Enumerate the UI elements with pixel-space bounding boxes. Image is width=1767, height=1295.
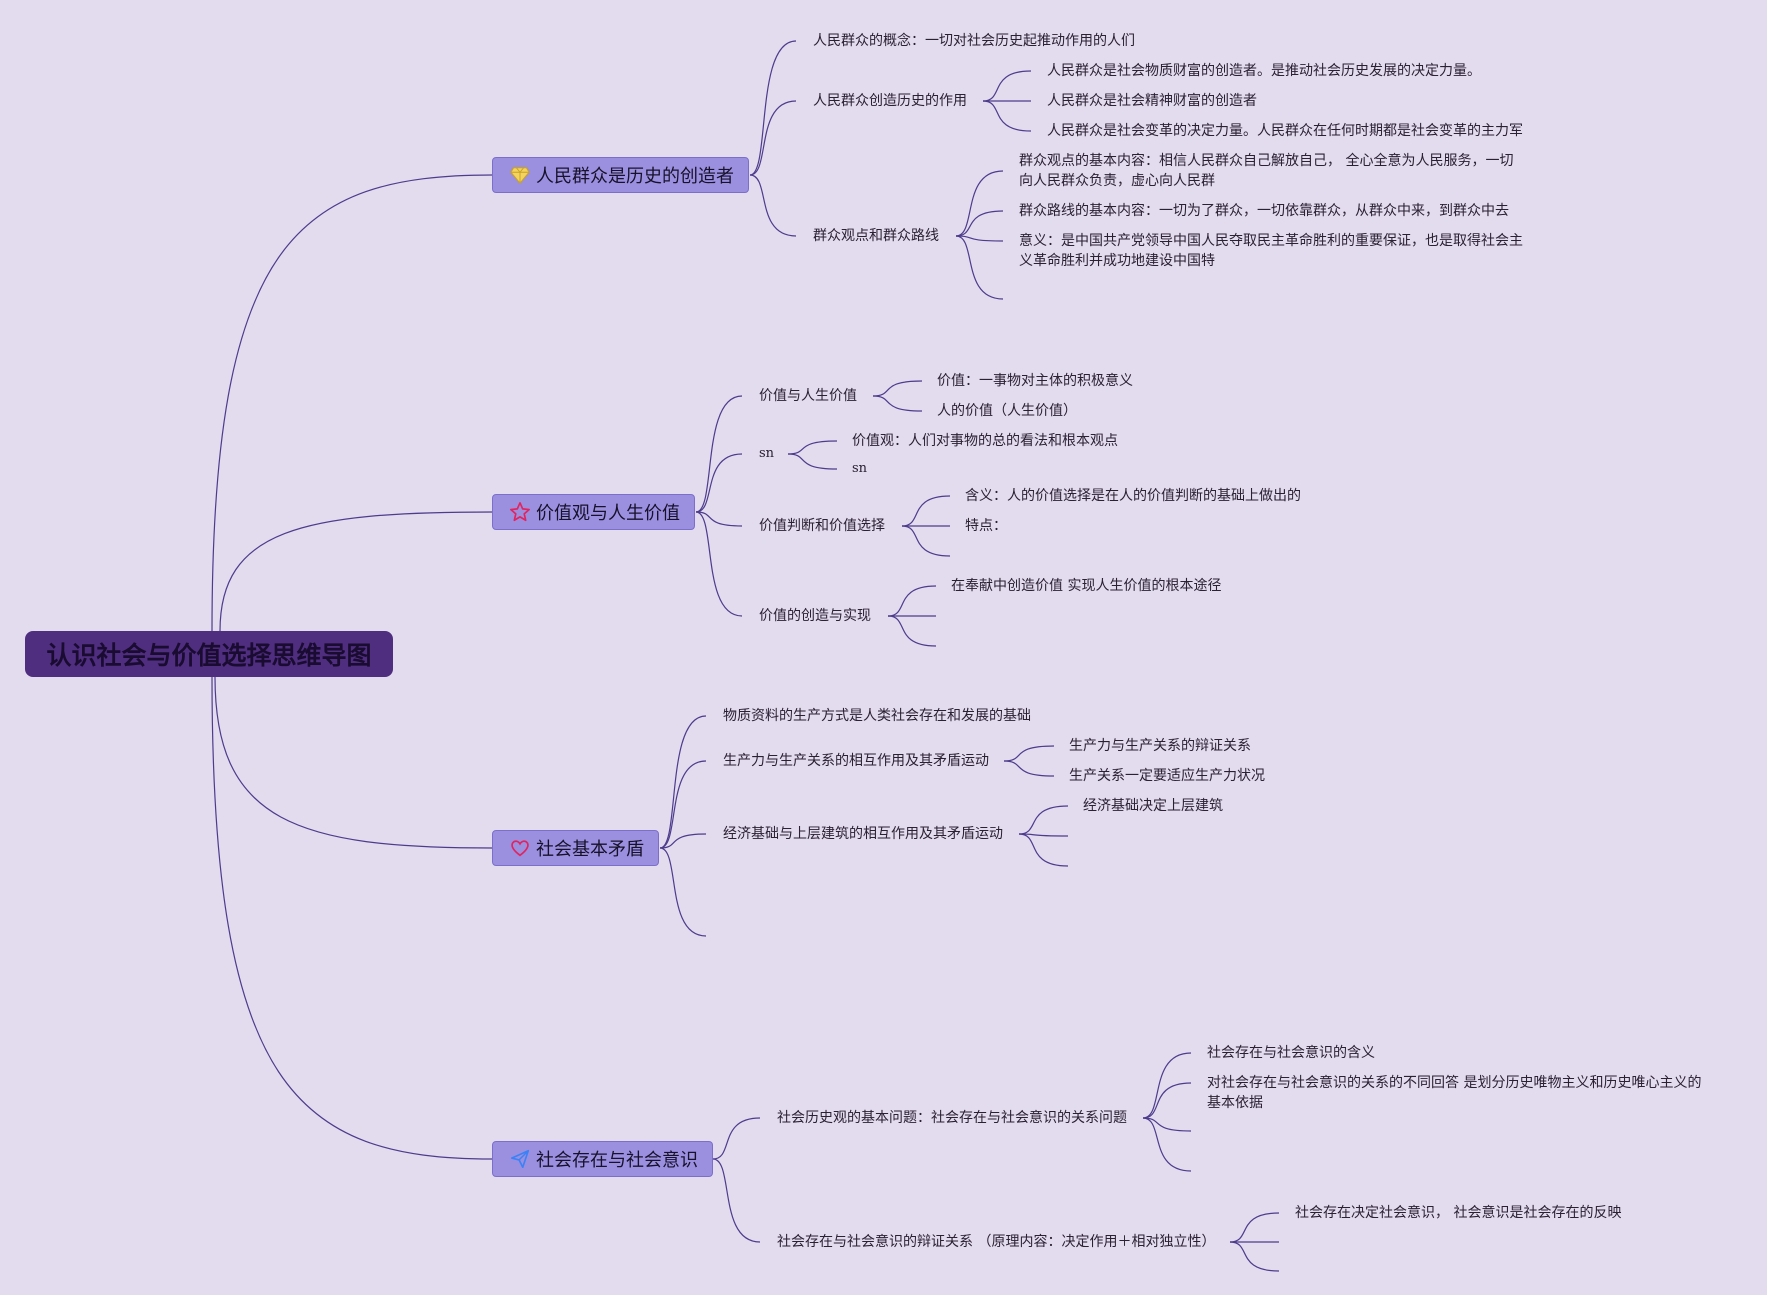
b2-link-1: [695, 453, 743, 513]
branch-label: 人民群众是历史的创造者: [536, 166, 734, 187]
b1-role-link-0: [982, 70, 1032, 102]
b3-link-3: [659, 847, 707, 937]
node-people-concept[interactable]: 人民群众的概念：一切对社会历史起推动作用的人们: [813, 33, 1135, 49]
branch-social-existence[interactable]: 社会存在与社会意识: [492, 1141, 713, 1177]
b2-link-0: [695, 395, 743, 513]
root-node[interactable]: 认识社会与价值选择思维导图: [25, 631, 393, 677]
node-mass-line-significance[interactable]: 意义：是中国共产党领导中国人民夺取民主革命胜利的重要保证，也是取得社会主义革命胜…: [1019, 233, 1523, 269]
node-relations-adapt[interactable]: 生产关系一定要适应生产力状况: [1069, 768, 1265, 784]
node-different-answers[interactable]: 对社会存在与社会意识的关系的不同回答 是划分历史唯物主义和历史唯心主义的基本依据: [1207, 1075, 1702, 1111]
b1-mass-link-0: [955, 170, 1004, 237]
send-icon: [509, 1148, 531, 1170]
b3-eb-link-0: [1018, 805, 1069, 835]
b2-link-2: [695, 511, 743, 527]
branch-people-creators[interactable]: 人民群众是历史的创造者: [492, 157, 749, 193]
b3-pf-link-1: [1003, 760, 1055, 777]
node-sn-child[interactable]: sn: [852, 461, 868, 476]
gem-icon: [509, 164, 531, 186]
b2-link-3: [695, 511, 743, 617]
node-value-judgment[interactable]: 价值判断和价值选择: [759, 518, 885, 534]
b4-q-link-1: [1142, 1082, 1192, 1119]
b2-value-link-0: [872, 380, 923, 397]
b4-q-link-3: [1142, 1117, 1192, 1172]
b3-pf-link-0: [1003, 745, 1055, 762]
node-people-role[interactable]: 人民群众创造历史的作用: [813, 93, 967, 109]
b4-d-link-0: [1229, 1212, 1280, 1243]
b4-q-link-0: [1142, 1052, 1192, 1119]
node-value-life[interactable]: 价值与人生价值: [759, 388, 857, 404]
node-economic-base[interactable]: 经济基础与上层建筑的相互作用及其矛盾运动: [723, 826, 1003, 842]
root-link-3: [214, 676, 493, 849]
node-creation-dedication[interactable]: 在奉献中创造价值 实现人生价值的根本途径: [951, 578, 1222, 594]
node-social-change[interactable]: 人民群众是社会变革的决定力量。人民群众在任何时期都是社会变革的主力军: [1047, 123, 1523, 139]
b4-d-link-2: [1229, 1241, 1280, 1272]
b3-link-2: [659, 833, 707, 849]
b3-link-1: [659, 760, 707, 849]
node-material-wealth[interactable]: 人民群众是社会物质财富的创造者。是推动社会历史发展的决定力量。: [1047, 63, 1481, 79]
b1-mass-link-3: [955, 235, 1004, 300]
b2-judgment-link-0: [901, 495, 951, 527]
node-base-determines[interactable]: 经济基础决定上层建筑: [1083, 798, 1223, 814]
heart-icon: [509, 837, 531, 859]
root-link-1: [211, 174, 493, 632]
b3-link-0: [659, 715, 707, 849]
branch-label: 价值观与人生价值: [536, 503, 680, 524]
b4-link-0: [712, 1117, 761, 1160]
star-icon: [509, 501, 531, 523]
branch-label: 社会存在与社会意识: [536, 1150, 698, 1171]
node-value-creation[interactable]: 价值的创造与实现: [759, 608, 871, 624]
b2-creation-link-2: [887, 615, 937, 647]
b2-judgment-link-2: [901, 525, 951, 557]
b1-role-link-2: [982, 100, 1032, 132]
node-dialectical-relation[interactable]: 生产力与生产关系的辩证关系: [1069, 738, 1251, 754]
node-human-value[interactable]: 人的价值（人生价值）: [937, 403, 1077, 419]
branch-label: 社会基本矛盾: [536, 839, 644, 860]
branch-basic-contradictions[interactable]: 社会基本矛盾: [492, 830, 659, 866]
node-judgment-features[interactable]: 特点：: [965, 518, 1007, 534]
node-basic-question[interactable]: 社会历史观的基本问题：社会存在与社会意识的关系问题: [777, 1110, 1127, 1126]
b2-creation-link-0: [887, 585, 937, 617]
b3-eb-link-2: [1018, 833, 1069, 867]
b4-link-1: [712, 1158, 761, 1243]
node-spiritual-wealth[interactable]: 人民群众是社会精神财富的创造者: [1047, 93, 1257, 109]
branch-values[interactable]: 价值观与人生价值: [492, 494, 695, 530]
b1-link-1: [749, 100, 797, 176]
b2-value-link-1: [872, 395, 923, 412]
node-judgment-meaning[interactable]: 含义：人的价值选择是在人的价值判断的基础上做出的: [965, 488, 1301, 504]
node-dialectical-existence[interactable]: 社会存在与社会意识的辩证关系 （原理内容：决定作用＋相对独立性）: [777, 1234, 1216, 1250]
node-meaning[interactable]: 社会存在与社会意识的含义: [1207, 1045, 1375, 1061]
b1-link-2: [749, 174, 797, 237]
b1-mass-link-2: [955, 235, 1004, 242]
b3-eb-link-1: [1018, 833, 1069, 837]
b1-mass-link-1: [955, 210, 1004, 237]
b2-sn-link-1: [787, 453, 838, 470]
node-sn[interactable]: sn: [759, 446, 775, 461]
b2-sn-link-0: [787, 440, 838, 455]
node-mode-of-production[interactable]: 物质资料的生产方式是人类社会存在和发展的基础: [723, 708, 1031, 724]
b4-q-link-2: [1142, 1117, 1192, 1132]
node-mass-view-content[interactable]: 群众观点的基本内容：相信人民群众自己解放自己， 全心全意为人民服务，一切向人民群…: [1019, 153, 1514, 189]
node-existence-determines[interactable]: 社会存在决定社会意识， 社会意识是社会存在的反映: [1295, 1205, 1622, 1221]
node-value-view[interactable]: 价值观：人们对事物的总的看法和根本观点: [852, 433, 1118, 449]
node-mass-line-content[interactable]: 群众路线的基本内容：一切为了群众，一切依靠群众，从群众中来，到群众中去: [1019, 203, 1509, 219]
root-link-2: [219, 511, 493, 632]
node-value-definition[interactable]: 价值：一事物对主体的积极意义: [937, 373, 1133, 389]
node-productive-forces[interactable]: 生产力与生产关系的相互作用及其矛盾运动: [723, 753, 989, 769]
node-mass-line[interactable]: 群众观点和群众路线: [813, 228, 939, 244]
root-link-4: [211, 676, 493, 1160]
b1-link-0: [749, 40, 797, 176]
